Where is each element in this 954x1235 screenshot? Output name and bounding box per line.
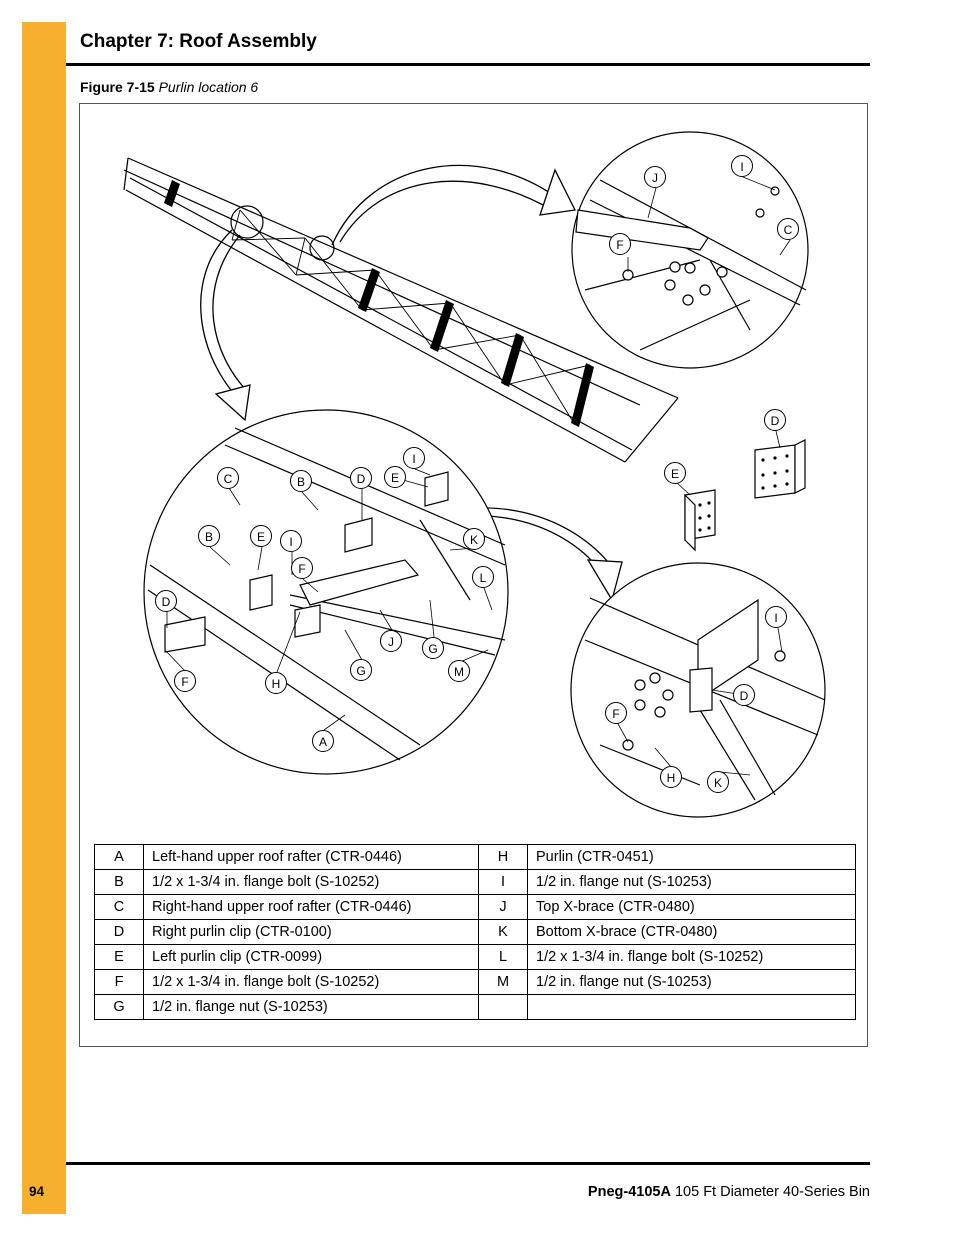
part-description: 1/2 x 1-3/4 in. flange bolt (S-10252) [143, 869, 479, 895]
part-description: 1/2 x 1-3/4 in. flange bolt (S-10252) [143, 969, 479, 995]
chapter-title: Chapter 7: Roof Assembly [80, 31, 317, 52]
part-key: I [478, 869, 528, 895]
callout-E: E [250, 525, 272, 547]
callout-J: J [380, 630, 402, 652]
part-key: F [94, 969, 144, 995]
callout-H: H [265, 672, 287, 694]
table-row: C Right-hand upper roof rafter (CTR-0446… [94, 894, 856, 920]
callout-F: F [291, 557, 313, 579]
page-number: 94 [29, 1184, 45, 1199]
part-description [527, 994, 856, 1020]
part-description: Purlin (CTR-0451) [527, 844, 856, 870]
part-key: K [478, 919, 528, 945]
bottom-right-detail-view [570, 562, 826, 818]
part-key: E [94, 944, 144, 970]
detail-highlight-left [230, 205, 264, 239]
detail-highlight-right [309, 235, 335, 261]
callout-E: E [664, 462, 686, 484]
detail-arrows [200, 164, 623, 602]
callout-leaders [164, 176, 791, 776]
callout-I: I [403, 447, 425, 469]
callout-B: B [198, 525, 220, 547]
parts-table: A Left-hand upper roof rafter (CTR-0446)… [94, 844, 856, 1020]
part-description: 1/2 in. flange nut (S-10253) [527, 869, 856, 895]
table-row: D Right purlin clip (CTR-0100) K Bottom … [94, 919, 856, 945]
document-id: Pneg-4105A [587, 1184, 671, 1200]
part-key [478, 994, 528, 1020]
footer-rule [66, 1162, 870, 1165]
callout-B: B [290, 470, 312, 492]
callout-I: I [765, 606, 787, 628]
callout-D: D [733, 684, 755, 706]
figure-title: Purlin location 6 [158, 79, 259, 95]
callout-F: F [605, 702, 627, 724]
loose-purlin-clips [684, 439, 806, 552]
callout-E: E [384, 466, 406, 488]
callout-D: D [764, 409, 786, 431]
table-row: G 1/2 in. flange nut (S-10253) [94, 994, 856, 1020]
part-key: B [94, 869, 144, 895]
callout-G: G [350, 659, 372, 681]
callout-K: K [463, 528, 485, 550]
part-key: G [94, 994, 144, 1020]
part-description: 1/2 x 1-3/4 in. flange bolt (S-10252) [527, 944, 856, 970]
table-row: A Left-hand upper roof rafter (CTR-0446)… [94, 844, 856, 870]
table-row: E Left purlin clip (CTR-0099) L 1/2 x 1-… [94, 944, 856, 970]
callout-C: C [217, 467, 239, 489]
part-description: Bottom X-brace (CTR-0480) [527, 919, 856, 945]
table-row: F 1/2 x 1-3/4 in. flange bolt (S-10252) … [94, 969, 856, 995]
figure-frame [79, 103, 868, 1047]
footer-document: Pneg-4105A 105 Ft Diameter 40-Series Bin [588, 1184, 870, 1200]
callout-A: A [312, 730, 334, 752]
part-key: M [478, 969, 528, 995]
part-description: Top X-brace (CTR-0480) [527, 894, 856, 920]
callout-G: G [422, 637, 444, 659]
figure-number: Figure 7-15 [80, 79, 155, 95]
part-key: H [478, 844, 528, 870]
callout-L: L [472, 566, 494, 588]
bottom-left-detail-view [143, 409, 509, 775]
part-description: 1/2 in. flange nut (S-10253) [527, 969, 856, 995]
part-key: A [94, 844, 144, 870]
top-detail-view [571, 131, 809, 369]
callout-D: D [155, 590, 177, 612]
part-key: C [94, 894, 144, 920]
callout-M: M [448, 660, 470, 682]
part-key: J [478, 894, 528, 920]
header-rule [66, 63, 870, 66]
callout-C: C [777, 218, 799, 240]
chapter-color-bar [22, 22, 66, 1214]
roof-rafter-truss [123, 157, 679, 463]
part-key: L [478, 944, 528, 970]
table-row: B 1/2 x 1-3/4 in. flange bolt (S-10252) … [94, 869, 856, 895]
part-description: Right-hand upper roof rafter (CTR-0446) [143, 894, 479, 920]
part-description: 1/2 in. flange nut (S-10253) [143, 994, 479, 1020]
callout-I: I [280, 530, 302, 552]
part-description: Left purlin clip (CTR-0099) [143, 944, 479, 970]
part-key: D [94, 919, 144, 945]
document-title: 105 Ft Diameter 40-Series Bin [674, 1184, 870, 1200]
figure-caption: Figure 7-15 Purlin location 6 [80, 79, 258, 95]
callout-H: H [660, 766, 682, 788]
part-description: Right purlin clip (CTR-0100) [143, 919, 479, 945]
callout-F: F [609, 233, 631, 255]
callout-I: I [731, 155, 753, 177]
callout-K: K [707, 771, 729, 793]
callout-F: F [174, 670, 196, 692]
callout-J: J [644, 166, 666, 188]
part-description: Left-hand upper roof rafter (CTR-0446) [143, 844, 479, 870]
callout-D: D [350, 467, 372, 489]
